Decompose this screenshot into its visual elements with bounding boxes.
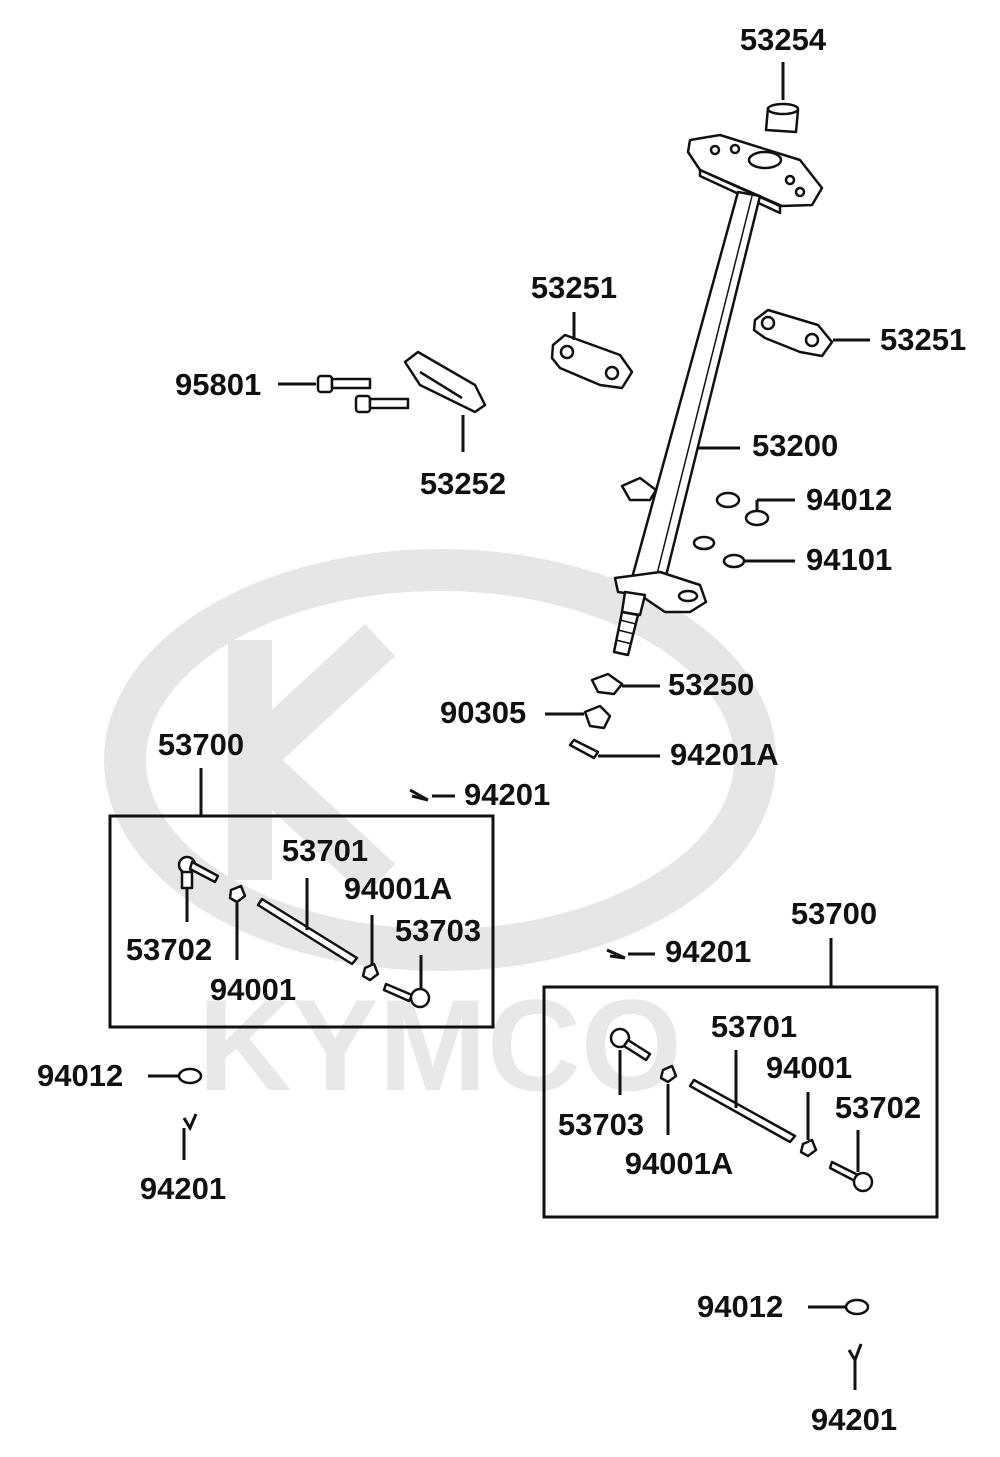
label-94201-right-top: 94201 (665, 934, 751, 969)
label-94201-top: 94201 (464, 777, 550, 812)
label-53701-right: 53701 (711, 1009, 797, 1044)
nut-90305 (583, 704, 612, 730)
steering-column-53200 (612, 133, 824, 657)
label-53250: 53250 (668, 667, 754, 702)
label-94012-left: 94012 (37, 1058, 123, 1093)
label-94101: 94101 (806, 542, 892, 577)
label-53251-left: 53251 (531, 270, 617, 305)
cotter-pin-94201-right-top (606, 948, 626, 960)
label-94001A-right: 94001A (625, 1146, 734, 1181)
label-94201A: 94201A (670, 737, 779, 772)
label-53251-right: 53251 (880, 322, 966, 357)
plate-53252 (403, 350, 487, 414)
tie-rod-assembly-box-right (542, 985, 939, 1219)
label-94001A-left: 94001A (344, 871, 453, 906)
nut-94012-left (177, 1067, 203, 1085)
label-53702-left: 53702 (126, 932, 212, 967)
watermark-text: KYMCO (198, 972, 682, 1118)
washers-94101 (692, 535, 746, 569)
cotter-pin-94201-top (409, 788, 429, 802)
label-53702-right: 53702 (835, 1090, 921, 1125)
label-94012-upper: 94012 (806, 482, 892, 517)
nuts-94012-upper (715, 491, 770, 527)
label-53200: 53200 (752, 428, 838, 463)
label-90305: 90305 (440, 695, 526, 730)
label-94001-left: 94001 (210, 972, 296, 1007)
tie-rod-assembly-box-left (108, 814, 495, 1029)
label-53703-left: 53703 (395, 913, 481, 948)
tie-rod-right (609, 1027, 874, 1193)
label-53703-right: 53703 (558, 1107, 644, 1142)
cotter-pin-94201-left (182, 1113, 198, 1132)
label-53700-right: 53700 (791, 896, 877, 931)
label-53254: 53254 (740, 22, 827, 57)
label-53252: 53252 (420, 466, 506, 501)
nut-53250 (590, 672, 624, 696)
bushing-53254 (764, 102, 800, 134)
bolts-95801 (316, 374, 410, 414)
label-95801: 95801 (175, 367, 261, 402)
clamp-53251-right (752, 308, 834, 358)
label-94201-left: 94201 (140, 1171, 226, 1206)
leader-lines (148, 62, 870, 1390)
label-94201-right-bottom: 94201 (811, 1402, 897, 1437)
clamp-53251-left (550, 333, 634, 390)
label-94001-right: 94001 (766, 1050, 852, 1085)
nut-94012-right (844, 1298, 870, 1316)
label-53700-left: 53700 (158, 727, 244, 762)
part-labels: 53254 53251 53251 95801 53252 53200 9401… (37, 22, 966, 1437)
label-94012-right: 94012 (697, 1289, 783, 1324)
cotter-pin-94201A (568, 738, 600, 760)
kymco-watermark: KYMCO (104, 549, 776, 1118)
cotter-pin-94201-right-bottom (847, 1343, 863, 1364)
label-53701-left: 53701 (282, 833, 368, 868)
